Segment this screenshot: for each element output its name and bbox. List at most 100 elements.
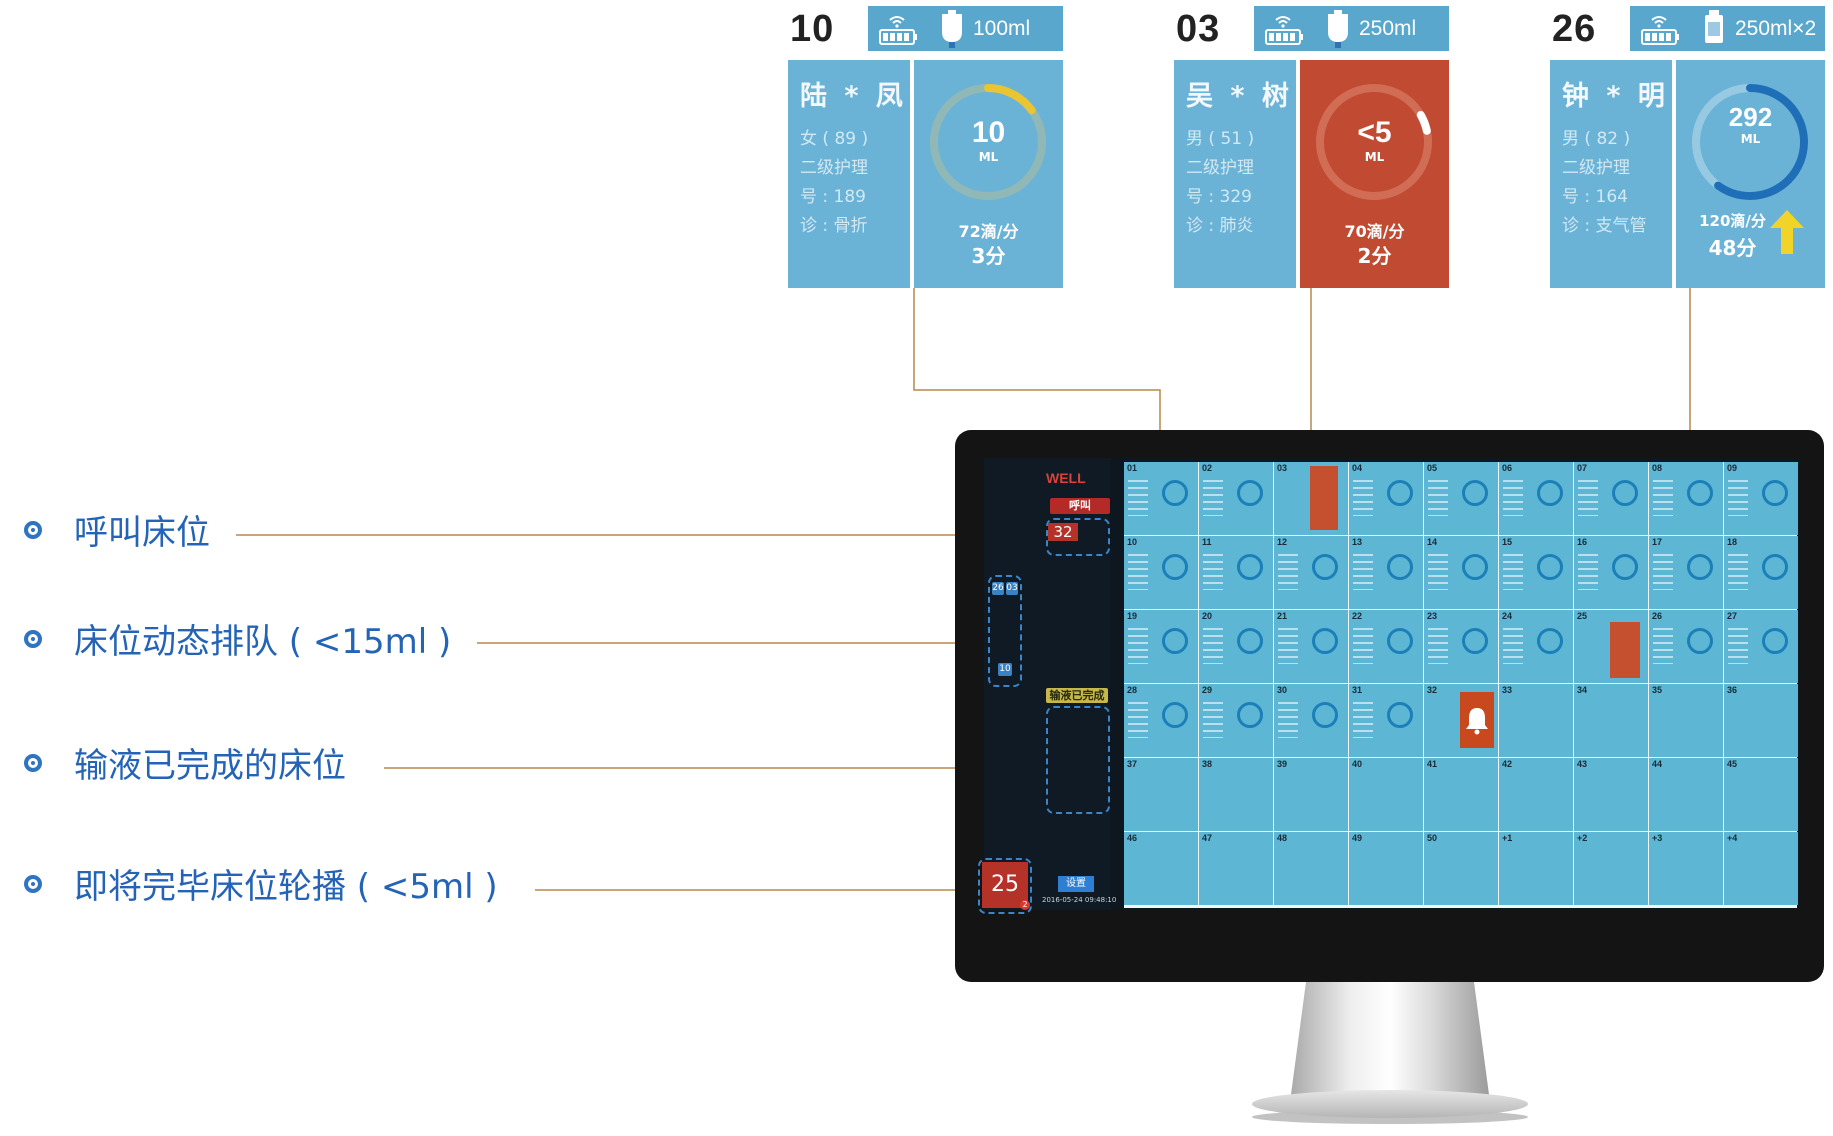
bed-cell[interactable]: 32 (1424, 684, 1498, 757)
bed-cell[interactable]: 40 (1349, 758, 1423, 831)
bed-cell[interactable]: 50 (1424, 832, 1498, 905)
bed-cell-info (1428, 554, 1448, 590)
patient-gender-age: 男 ( 82 ) (1562, 129, 1631, 149)
bed-cell-gauge (1312, 554, 1338, 580)
bed-cell-gauge (1387, 480, 1413, 506)
bed-cell[interactable]: 37 (1124, 758, 1198, 831)
bed-cell[interactable]: 48 (1274, 832, 1348, 905)
infusion-bag-icon (942, 10, 962, 48)
bed-cell-number: 45 (1727, 759, 1738, 769)
completed-slot (1046, 706, 1110, 814)
remaining-value: <5 (1357, 116, 1392, 149)
card-header: 10 100ml (788, 6, 1063, 51)
bed-cell[interactable]: 09 (1724, 462, 1798, 535)
card-header: 03 250ml (1174, 6, 1449, 51)
bed-cell[interactable]: 18 (1724, 536, 1798, 609)
bed-cell[interactable]: 07 (1574, 462, 1648, 535)
call-bed-number[interactable]: 32 (1048, 523, 1078, 541)
bed-cell[interactable]: 46 (1124, 832, 1198, 905)
bed-cell-number: 44 (1652, 759, 1663, 769)
bed-cell-number: 49 (1352, 833, 1363, 843)
bed-cell-number: 43 (1577, 759, 1588, 769)
bed-cell-number: 47 (1202, 833, 1213, 843)
bed-cell[interactable]: 23 (1424, 610, 1498, 683)
bed-cell-gauge (1762, 628, 1788, 654)
bed-cell[interactable]: 44 (1649, 758, 1723, 831)
call-bell-icon (1460, 692, 1494, 748)
call-label: 呼叫 (1050, 498, 1110, 514)
bed-cell[interactable]: 08 (1649, 462, 1723, 535)
bed-cell-info (1278, 554, 1298, 590)
infusion-bottle-icon (1705, 10, 1723, 43)
bed-cell[interactable]: 14 (1424, 536, 1498, 609)
bed-cell[interactable]: 28 (1124, 684, 1198, 757)
bed-cell[interactable]: 19 (1124, 610, 1198, 683)
bed-cell[interactable]: 26 (1649, 610, 1723, 683)
bed-cell[interactable]: 20 (1199, 610, 1273, 683)
bed-cell-number: 07 (1577, 463, 1588, 473)
queue-bed-03[interactable]: 03 (1006, 582, 1018, 595)
card-header: 26 250ml×2 (1550, 6, 1825, 51)
completed-label: 输液已完成 (1046, 688, 1108, 703)
bed-cell[interactable]: +2 (1574, 832, 1648, 905)
bed-cell[interactable]: 17 (1649, 536, 1723, 609)
bed-cell-gauge (1162, 702, 1188, 728)
bed-cell[interactable]: 27 (1724, 610, 1798, 683)
bed-cell[interactable]: 35 (1649, 684, 1723, 757)
bed-cell[interactable]: 38 (1199, 758, 1273, 831)
bed-cell[interactable]: 05 (1424, 462, 1498, 535)
bed-cell[interactable]: 15 (1499, 536, 1573, 609)
bed-cell-gauge (1687, 628, 1713, 654)
carousel-bed-number[interactable]: 25 (982, 862, 1028, 908)
bed-cell[interactable]: +3 (1649, 832, 1723, 905)
bullet-icon (24, 521, 42, 539)
bed-cell[interactable]: 25 (1574, 610, 1648, 683)
bed-cell[interactable]: 39 (1274, 758, 1348, 831)
bullet-icon (24, 875, 42, 893)
bed-cell-info (1653, 628, 1673, 664)
bed-cell-number: 22 (1352, 611, 1363, 621)
bed-cell[interactable]: +4 (1724, 832, 1798, 905)
bed-cell[interactable]: 31 (1349, 684, 1423, 757)
bed-cell[interactable]: 12 (1274, 536, 1348, 609)
bed-cell[interactable]: 04 (1349, 462, 1423, 535)
bed-cell-number: 31 (1352, 685, 1363, 695)
bed-cell[interactable]: 24 (1499, 610, 1573, 683)
bed-cell[interactable]: 06 (1499, 462, 1573, 535)
queue-bed-26[interactable]: 26 (992, 582, 1004, 595)
bed-cell[interactable]: +1 (1499, 832, 1573, 905)
bed-cell[interactable]: 10 (1124, 536, 1198, 609)
bed-cell[interactable]: 43 (1574, 758, 1648, 831)
queue-bed-10[interactable]: 10 (998, 663, 1012, 676)
infusion-gauge-panel: 292 ML 120滴/分 48分 (1676, 60, 1825, 288)
bed-cell-number: 05 (1427, 463, 1438, 473)
bed-cell[interactable]: 42 (1499, 758, 1573, 831)
bed-cell[interactable]: 36 (1724, 684, 1798, 757)
bed-cell[interactable]: 45 (1724, 758, 1798, 831)
settings-button[interactable]: 设置 (1058, 876, 1094, 892)
monitor-base (1252, 1090, 1528, 1118)
bed-cell[interactable]: 21 (1274, 610, 1348, 683)
bed-cell[interactable]: 11 (1199, 536, 1273, 609)
bed-cell[interactable]: 30 (1274, 684, 1348, 757)
bed-cell[interactable]: 34 (1574, 684, 1648, 757)
call-bed-slot[interactable] (1046, 518, 1110, 556)
bed-cell[interactable]: 49 (1349, 832, 1423, 905)
bed-cell[interactable]: 16 (1574, 536, 1648, 609)
legend-label: 呼叫床位 (74, 513, 210, 553)
bed-cell-info (1578, 480, 1598, 516)
volume-label: 100ml (973, 17, 1031, 40)
bed-cell-number: 24 (1502, 611, 1513, 621)
bed-cell[interactable]: 13 (1349, 536, 1423, 609)
bed-cell[interactable]: 47 (1199, 832, 1273, 905)
bed-cell[interactable]: 29 (1199, 684, 1273, 757)
bed-cell[interactable]: 02 (1199, 462, 1273, 535)
bed-cell-number: +4 (1727, 833, 1738, 843)
bed-cell[interactable]: 33 (1499, 684, 1573, 757)
bed-cell[interactable]: 41 (1424, 758, 1498, 831)
bed-cell[interactable]: 01 (1124, 462, 1198, 535)
bed-cell-number: 41 (1427, 759, 1438, 769)
bed-cell[interactable]: 22 (1349, 610, 1423, 683)
bed-cell[interactable]: 03 (1274, 462, 1348, 535)
bed-cell-gauge (1237, 628, 1263, 654)
